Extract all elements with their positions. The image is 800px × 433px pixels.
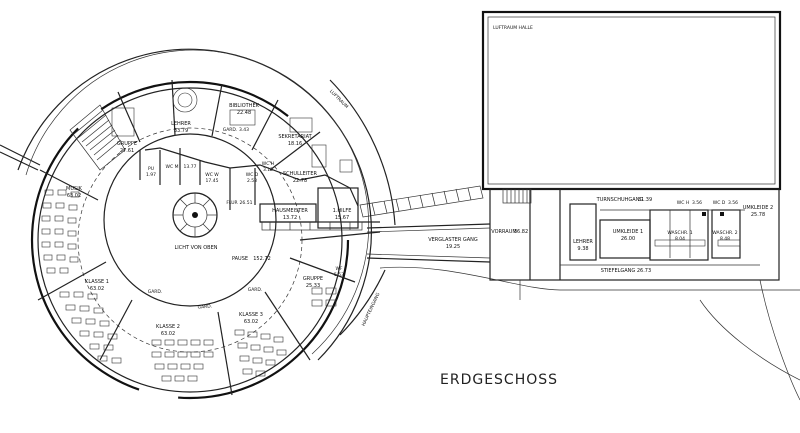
room-gruppe2-name: GRUPPE xyxy=(303,276,323,282)
room-hilfe-area: 15.67 xyxy=(335,215,349,221)
room-flur-area: 26.51 xyxy=(240,200,253,206)
room-umkleide2-area: 25.78 xyxy=(751,212,765,218)
room-wch-area: 3.12 xyxy=(263,167,273,173)
desks-musik xyxy=(41,189,80,274)
room-licht-name: LICHT VON OBEN xyxy=(174,245,217,251)
room-gard3-name: GARD. xyxy=(248,287,263,293)
room-klasse1-name: KLASSE 1 xyxy=(85,279,109,285)
room-wcd-area: 2.53 xyxy=(247,178,257,184)
room-lehrer-name: LEHRER xyxy=(171,121,191,127)
room-hausmeister-area: 13.72 xyxy=(283,215,297,221)
room-gard1-name: GARD. xyxy=(223,127,238,133)
room-klasse3-name: KLASSE 3 xyxy=(239,312,263,318)
room-wch-name: WC H xyxy=(262,161,274,167)
room-waschr1-area: 8.04 xyxy=(675,236,685,242)
glazed-corridor xyxy=(366,223,491,263)
exterior-stairs xyxy=(359,185,484,218)
room-vorraum-area: 36.82 xyxy=(514,229,528,235)
desks-klasse2 xyxy=(151,339,214,382)
desks-klasse3 xyxy=(234,329,287,377)
room-stiefel-area: 26.73 xyxy=(637,268,651,274)
label-haupteingang: HAUPTEINGANG xyxy=(361,291,382,327)
room-hilfe-name: 1.HILFE xyxy=(333,208,352,214)
room-pause-name: PAUSE xyxy=(232,256,248,262)
room-klasse2-name: KLASSE 2 xyxy=(156,324,180,330)
hall-stairs xyxy=(502,188,532,204)
room-gruppe2-area: 25.33 xyxy=(306,283,320,289)
room-wcd2-name: WC D xyxy=(713,200,726,206)
room-gruppe1-name: GRUPPE xyxy=(117,141,137,147)
room-wch2-name: WC H xyxy=(677,200,689,206)
drawing-title: ERDGESCHOSS xyxy=(440,372,558,388)
room-putz-area: 1.97 xyxy=(146,172,156,178)
sports-hall: LUFTRAUM HALLE xyxy=(481,10,782,191)
room-waschr2-area: 8.48 xyxy=(720,236,730,242)
room-lehrer2-name: LEHRER xyxy=(573,239,593,245)
room-labels: LEHRER 33.79 BIBLIOTHEK 22.48 GARD. 3.43… xyxy=(66,89,773,337)
room-schulleiter-name: SCHULLEITER xyxy=(283,171,318,177)
stair-top-left xyxy=(69,104,126,171)
room-vorraum-name: VORRAUM xyxy=(491,229,516,235)
room-umkleide1-name: UMKLEIDE 1 xyxy=(613,229,643,235)
room-stiefel-name: STIEFELGANG xyxy=(601,268,636,274)
hall-label: LUFTRAUM HALLE xyxy=(493,25,533,31)
room-umkleide2-name: UMKLEIDE 2 xyxy=(743,205,773,211)
room-wch2-area: 3.56 xyxy=(692,200,702,206)
room-gang-area: 19.25 xyxy=(446,244,460,250)
room-klasse3-area: 63.02 xyxy=(244,319,258,325)
changing-block xyxy=(489,188,780,281)
room-musik-name: MUSIK xyxy=(66,186,83,192)
room-wcm-area: 13.77 xyxy=(184,164,197,170)
room-waschr2-name: WASCHR. 2 xyxy=(712,230,737,236)
room-umkleide1-area: 26.00 xyxy=(621,236,635,242)
room-gang-name: VERGLASTER GANG xyxy=(428,237,478,243)
desks-klasse1 xyxy=(59,291,122,364)
room-wcd2-area: 3.56 xyxy=(728,200,738,206)
room-waschr1-name: WASCHR. 1 xyxy=(667,230,692,236)
room-gard2-name: GARD. xyxy=(148,289,163,295)
room-lehrer2-area: 9.38 xyxy=(577,246,588,252)
room-wcm-name: WC M xyxy=(166,164,179,170)
room-turnschuh-name: TURNSCHUHGANG xyxy=(596,197,644,203)
spiral-stair xyxy=(172,192,218,238)
room-wf-area: 5.53 xyxy=(334,272,344,278)
room-musik-area: 63.02 xyxy=(67,193,81,199)
room-bibliothek-name: BIBLIOTHEK xyxy=(229,103,260,109)
room-sekretariat-area: 18.16 xyxy=(288,141,302,147)
room-wcd-name: WC D xyxy=(246,172,259,178)
room-schulleiter-area: 22.78 xyxy=(293,178,307,184)
room-hausmeister-name: HAUSMEISTER xyxy=(272,208,308,214)
room-wcw-name: WC W xyxy=(205,172,219,178)
room-wf-name: WF xyxy=(335,266,342,272)
round-building xyxy=(0,48,396,400)
room-flur-name: FLUR xyxy=(226,200,237,206)
room-pause-area: 152.72 xyxy=(253,256,271,262)
room-klasse1-area: 63.02 xyxy=(90,286,104,292)
label-garderobe: GARD. xyxy=(197,303,212,310)
room-putz-name: PU xyxy=(148,166,154,172)
room-gruppe1-area: 27.61 xyxy=(120,148,134,154)
room-klasse2-area: 63.02 xyxy=(161,331,175,337)
room-lehrer-area: 33.79 xyxy=(174,128,188,134)
room-gard1-area: 3.43 xyxy=(239,127,249,133)
room-sekretariat-name: SEKRETARIAT xyxy=(278,134,312,140)
room-wcw-area: 17.45 xyxy=(206,178,219,184)
room-bibliothek-area: 22.48 xyxy=(237,110,251,116)
room-turnschuh-area: 31.39 xyxy=(638,197,652,203)
